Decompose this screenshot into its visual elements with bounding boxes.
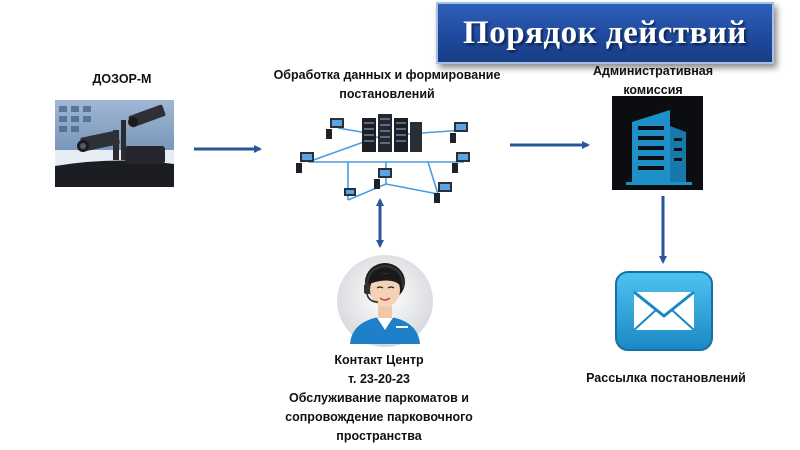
admin-label: Административная комиссия — [580, 62, 726, 100]
processing-label-line1: Обработка данных и формирование — [273, 68, 501, 82]
contact-line2: т. 23-20-23 — [347, 372, 410, 386]
contact-line3: Обслуживание паркоматов и — [289, 391, 469, 405]
call-center-operator-icon — [336, 254, 434, 348]
envelope-icon — [614, 270, 714, 352]
dozor-label: ДОЗОР-М — [92, 72, 152, 86]
server-network-icon — [288, 104, 484, 204]
processing-label: Обработка данных и формирование постанов… — [256, 66, 518, 104]
office-building-icon — [612, 96, 703, 190]
admin-label-line2: комиссия — [623, 83, 683, 97]
contact-line1: Контакт Центр — [334, 353, 424, 367]
title-banner: Порядок действий — [436, 2, 774, 64]
mailing-label: Рассылка постановлений — [586, 371, 746, 385]
camera-photo — [55, 100, 174, 187]
admin-label-line1: Административная — [592, 64, 714, 78]
contact-line4: сопровождение парковочного — [285, 410, 473, 424]
contact-line5: пространства — [336, 429, 422, 443]
page-title: Порядок действий — [463, 14, 747, 51]
processing-label-line2: постановлений — [339, 87, 435, 101]
contact-label: Контакт Центр т. 23-20-23 Обслуживание п… — [268, 351, 490, 446]
